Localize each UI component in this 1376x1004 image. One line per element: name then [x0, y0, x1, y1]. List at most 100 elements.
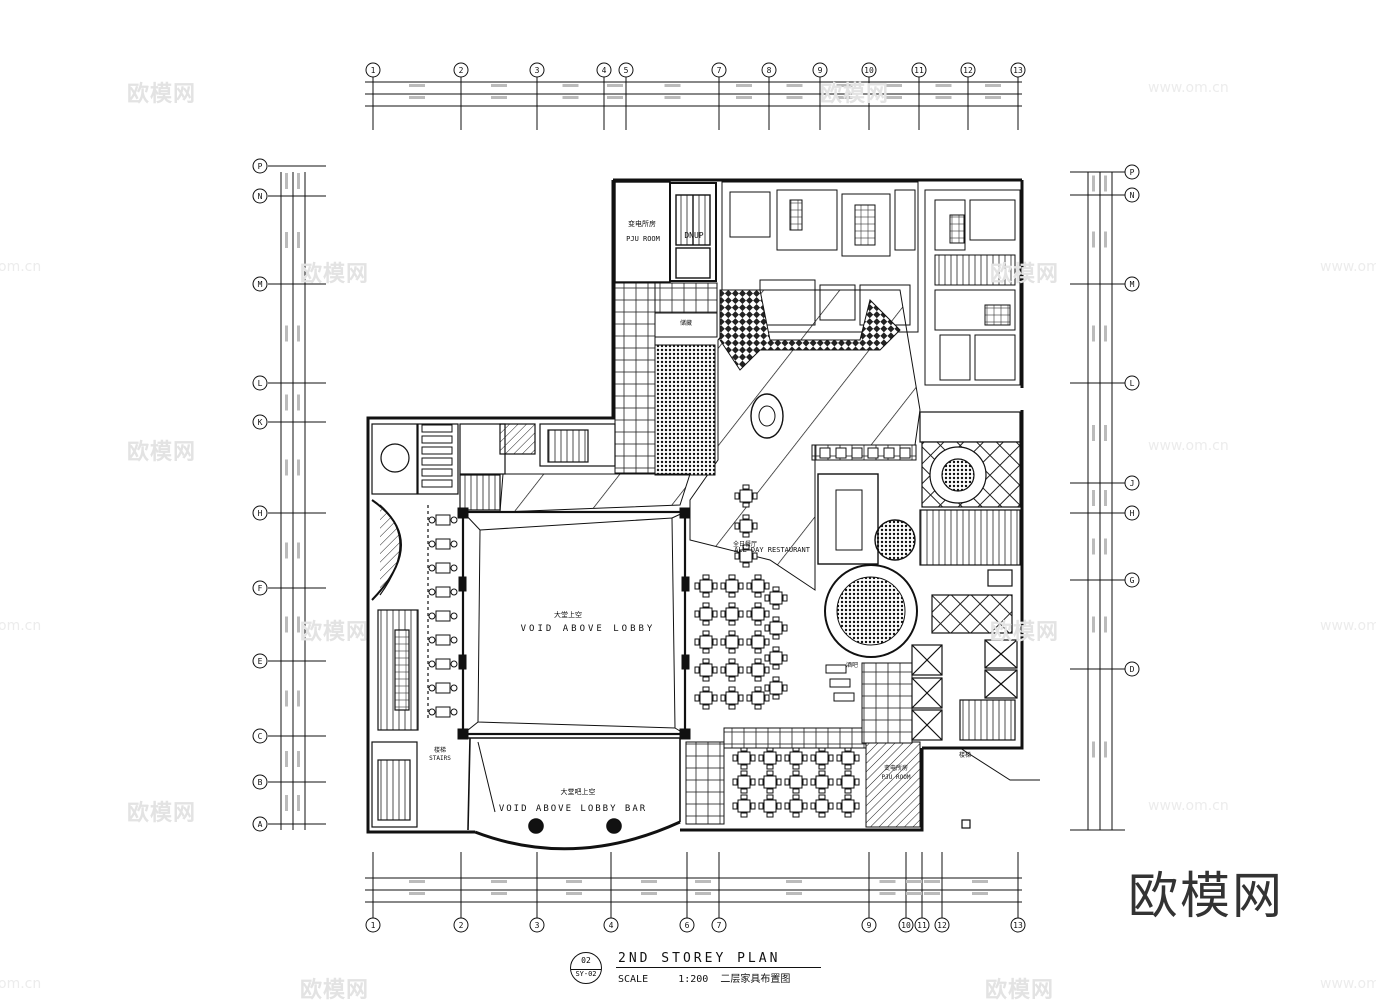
table — [435, 682, 451, 694]
grid-bubble-top-label: 11 — [914, 66, 924, 75]
chair — [740, 764, 748, 770]
chair — [782, 594, 788, 602]
dining-table — [841, 775, 855, 789]
left-wing — [371, 423, 616, 828]
chair — [728, 658, 736, 664]
chair — [772, 646, 780, 652]
chair — [746, 610, 752, 618]
grid-bubble-bottom-label: 11 — [917, 921, 927, 930]
chair — [746, 638, 752, 646]
chair — [734, 552, 740, 560]
grid-bubble-right-label: H — [1130, 509, 1135, 518]
dining-table — [789, 751, 803, 765]
chair — [450, 588, 458, 596]
dining-table — [737, 751, 751, 765]
chair — [734, 492, 740, 500]
sheet-reference-mark: 02 SY-02 — [570, 952, 602, 984]
chair — [818, 770, 826, 776]
dining-table — [751, 663, 765, 677]
dining-table — [699, 635, 713, 649]
chair — [772, 616, 780, 622]
table — [435, 610, 451, 622]
chair — [754, 676, 762, 682]
chair — [792, 788, 800, 794]
chair — [752, 492, 758, 500]
chair — [772, 586, 780, 592]
grid-bubble-top: 11 — [911, 62, 927, 78]
watermark-url-short: om.cn — [0, 618, 42, 634]
dining-table — [737, 775, 751, 789]
grid-bubble-left-label: C — [258, 732, 263, 741]
dining-table — [815, 751, 829, 765]
bench — [421, 468, 453, 477]
chair — [818, 794, 826, 800]
chair — [702, 704, 710, 710]
title-block: 02 SY-02 2ND STOREY PLAN SCALE 1:200 二层家… — [566, 950, 826, 990]
stool — [851, 447, 863, 459]
chair — [712, 666, 718, 674]
chair — [742, 544, 750, 550]
restaurant-label-en: ALL DAY RESTAURANT — [734, 546, 811, 554]
chair — [450, 612, 458, 620]
grid-bubble-bottom-label: 2 — [459, 921, 464, 930]
grid-bubble-top-label: 4 — [602, 66, 607, 75]
grid-bubble-left-label: B — [258, 778, 263, 787]
dining-table — [769, 651, 783, 665]
grid-bubble-top: 2 — [453, 62, 469, 78]
chair — [734, 522, 740, 530]
watermark-cn: 欧模网 — [300, 978, 370, 1003]
grid-bubble-bottom-label: 12 — [937, 921, 947, 930]
dining-table — [815, 799, 829, 813]
plan-title: 2ND STOREY PLAN — [618, 951, 781, 966]
grid-bubble-bottom: 6 — [679, 917, 695, 933]
chair — [844, 794, 852, 800]
chair — [728, 648, 736, 654]
chair — [728, 704, 736, 710]
grid-bubble-bottom: 12 — [934, 917, 950, 933]
chair — [746, 582, 752, 590]
chair — [702, 574, 710, 580]
bench — [421, 446, 453, 455]
grid-bubble-left-label: L — [258, 379, 263, 388]
chair — [428, 588, 436, 596]
dining-table — [769, 621, 783, 635]
chair — [702, 648, 710, 654]
grid-bubble-left: B — [252, 774, 268, 790]
dining-table — [769, 591, 783, 605]
chair — [712, 638, 718, 646]
watermark-cn: 欧模网 — [300, 262, 370, 287]
grid-bubble-top-label: 5 — [624, 66, 629, 75]
grid-bubble-right: M — [1124, 276, 1140, 292]
chair — [772, 676, 780, 682]
chair — [702, 658, 710, 664]
pju-room2-label-cn: 变电所房 — [884, 764, 908, 772]
chair — [836, 778, 842, 786]
pju-room-label-cn: 变电所房 — [628, 219, 656, 228]
lower-dining — [685, 662, 921, 828]
stool — [819, 447, 831, 459]
chair — [728, 592, 736, 598]
chair — [702, 602, 710, 608]
chair — [754, 648, 762, 654]
grid-bubble-top: 1 — [365, 62, 381, 78]
site-logo: 欧模网 — [1128, 867, 1284, 925]
dining-table — [737, 799, 751, 813]
chair — [828, 802, 834, 810]
left-seating — [421, 424, 458, 718]
chair — [720, 666, 726, 674]
booth — [829, 678, 851, 688]
grid-bubble-left-label: M — [258, 280, 263, 289]
grid-bubble-bottom-label: 10 — [901, 921, 911, 930]
grid-bubble-right: H — [1124, 505, 1140, 521]
grid-bubble-top-label: 10 — [864, 66, 874, 75]
grid-bubble-right: J — [1124, 475, 1140, 491]
restaurant-seating — [694, 447, 911, 818]
grid-bubble-left: C — [252, 728, 268, 744]
grid-bubble-right-label: P — [1130, 168, 1135, 177]
chair — [742, 532, 750, 538]
chair — [764, 654, 770, 662]
chair — [828, 778, 834, 786]
dining-table — [699, 607, 713, 621]
bench — [421, 424, 453, 433]
chair — [702, 630, 710, 636]
